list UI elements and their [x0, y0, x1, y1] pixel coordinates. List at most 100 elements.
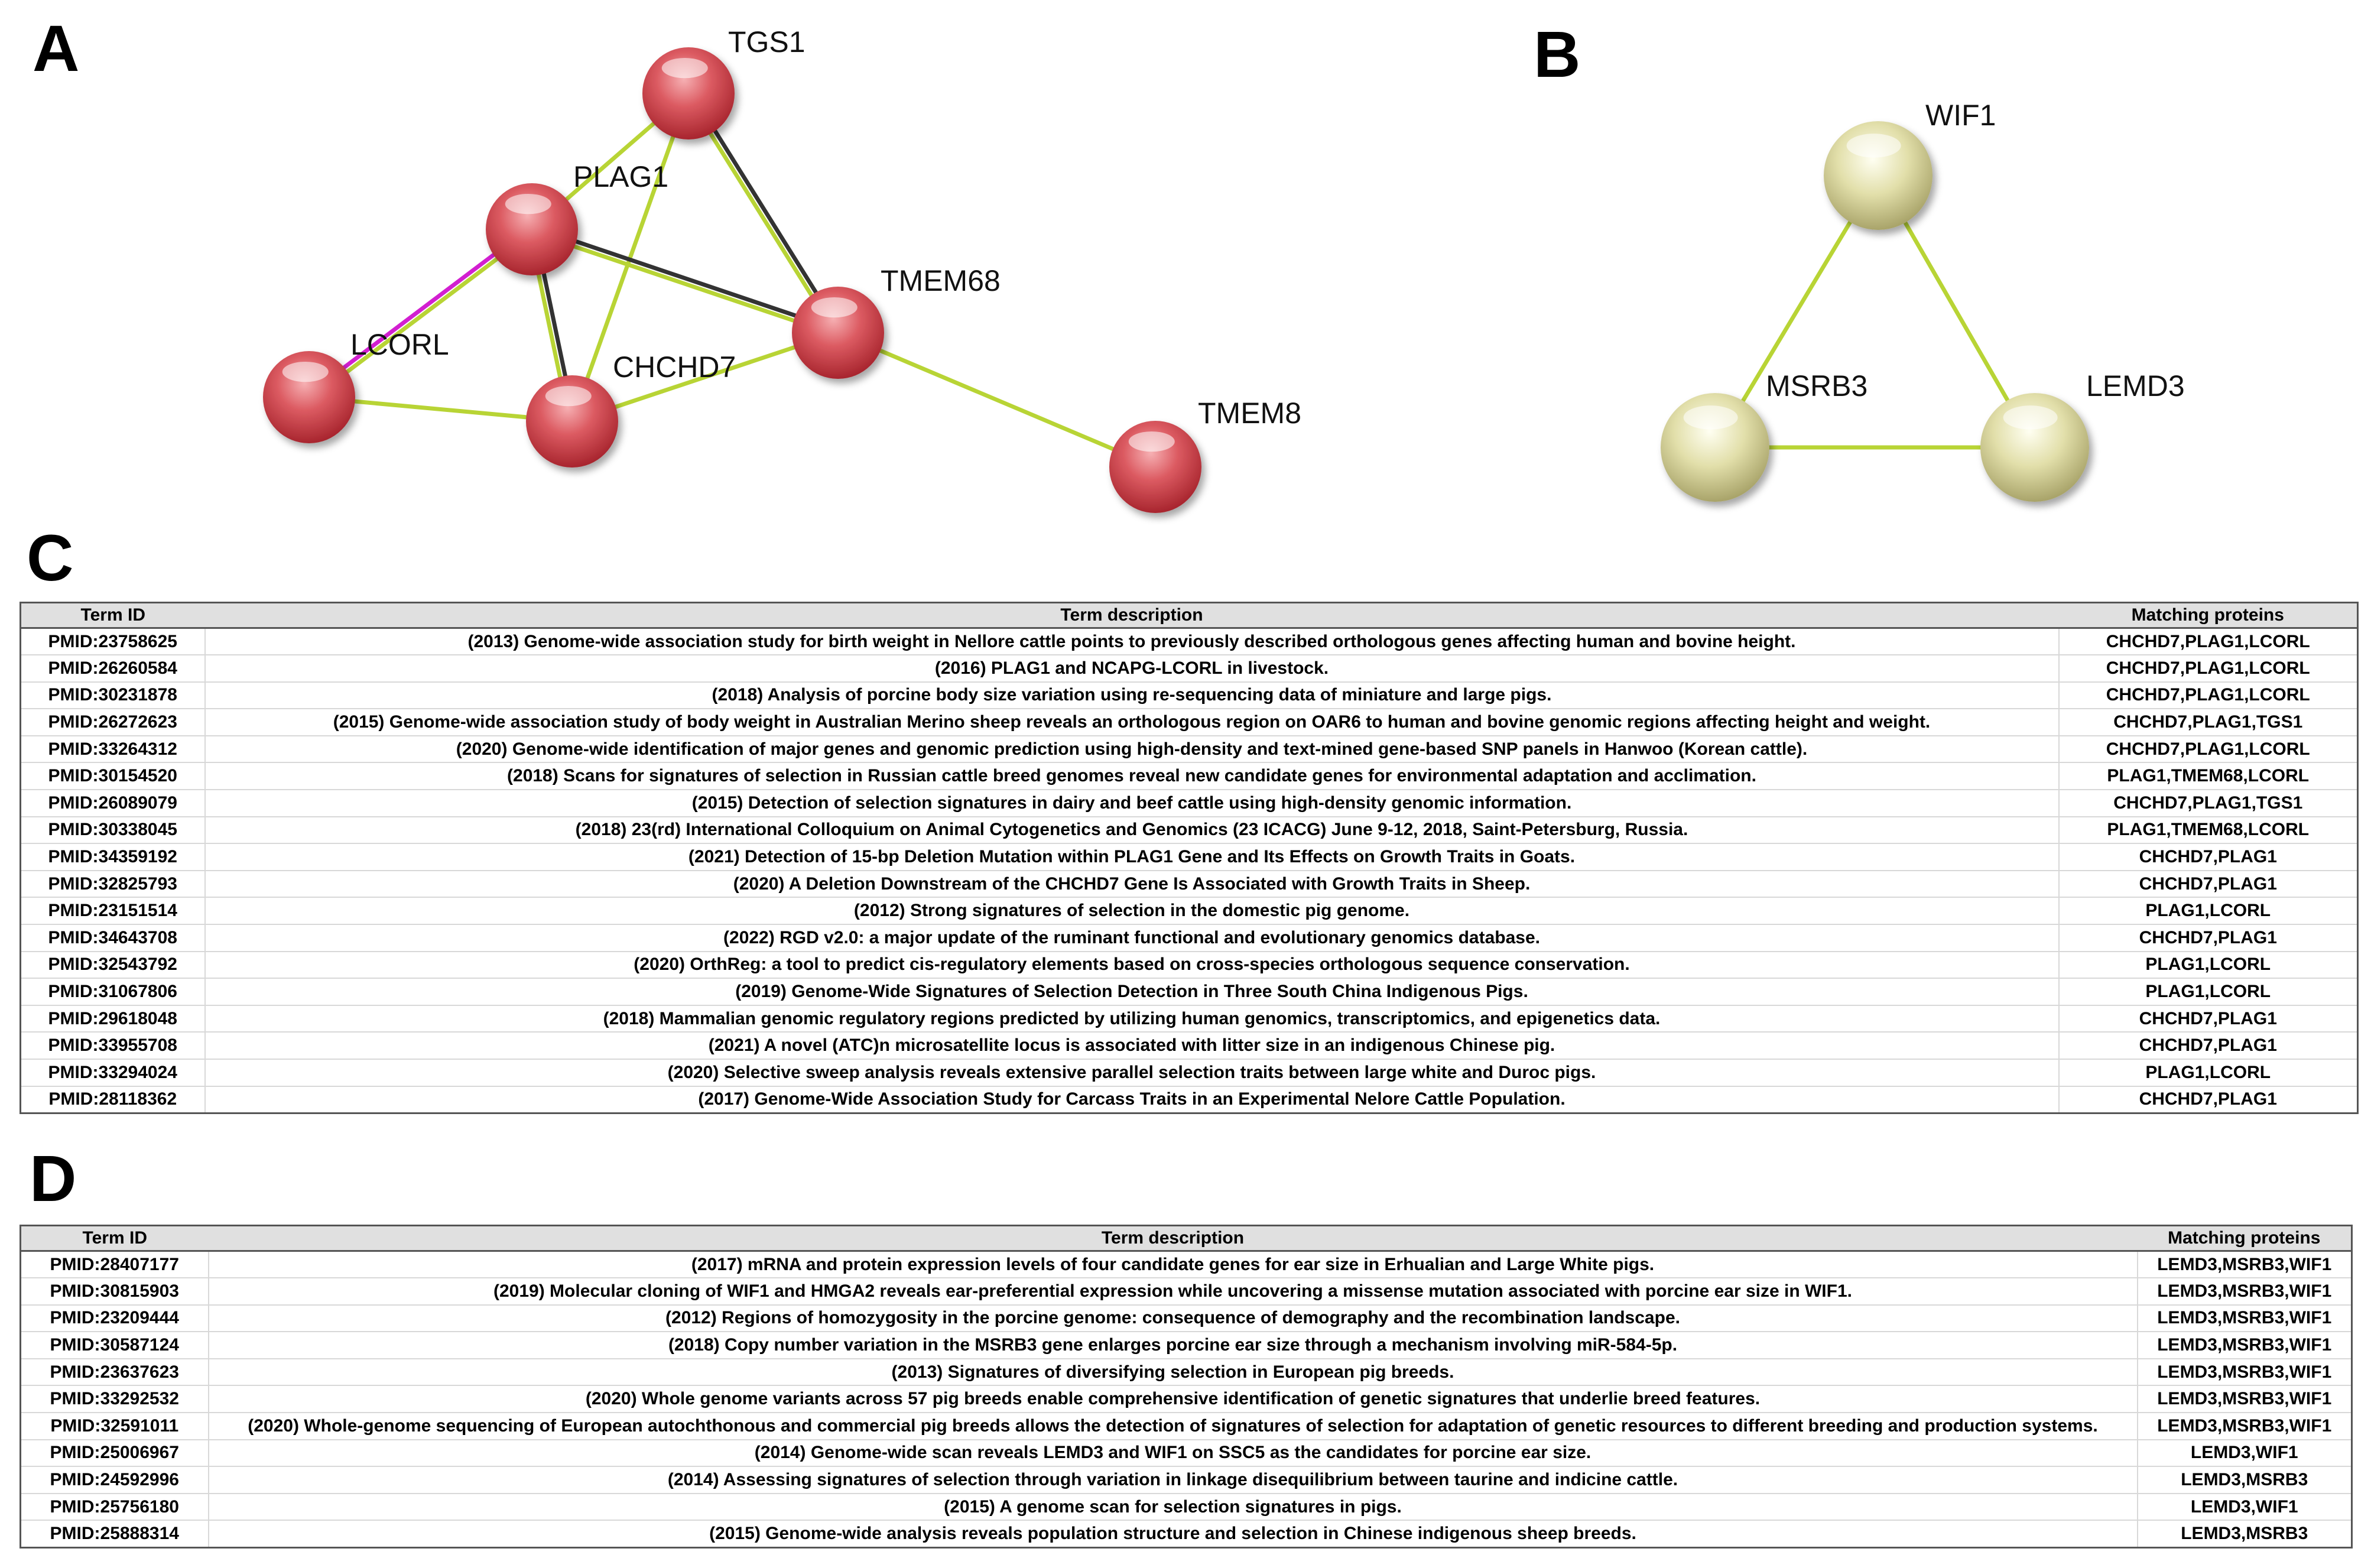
node-label-lemd3: LEMD3	[2086, 369, 2185, 402]
cell-term-id: PMID:25756180	[20, 1493, 209, 1521]
table-row: PMID:26260584(2016) PLAG1 and NCAPG-LCOR…	[20, 655, 2358, 683]
cell-matching-proteins: LEMD3,MSRB3,WIF1	[2136, 1304, 2352, 1333]
cell-term-id: PMID:26089079	[20, 790, 205, 817]
cell-term-description: (2014) Genome-wide scan reveals LEMD3 an…	[207, 1439, 2138, 1468]
cell-term-description: (2019) Molecular cloning of WIF1 and HMG…	[207, 1278, 2138, 1306]
column-header-term-id: Term ID	[20, 1225, 209, 1252]
node-highlight	[661, 57, 708, 79]
cell-term-description: (2021) Detection of 15-bp Deletion Mutat…	[204, 843, 2059, 871]
cell-term-description: (2021) A novel (ATC)n microsatellite loc…	[204, 1032, 2059, 1060]
column-header-matching-proteins: Matching proteins	[2058, 602, 2358, 629]
node-label-plag1: PLAG1	[573, 160, 668, 193]
cell-term-description: (2012) Strong signatures of selection in…	[204, 897, 2059, 926]
cell-term-id: PMID:34359192	[20, 843, 205, 871]
cell-matching-proteins: LEMD3,MSRB3	[2136, 1466, 2352, 1494]
table-row: PMID:30338045(2018) 23(rd) International…	[20, 816, 2358, 845]
cell-term-description: (2018) Analysis of porcine body size var…	[204, 681, 2059, 710]
edge-plag1-tmem68-black	[532, 225, 840, 333]
cell-matching-proteins: CHCHD7,PLAG1	[2058, 1086, 2358, 1113]
cell-term-description: (2014) Assessing signatures of selection…	[207, 1466, 2138, 1494]
table-d-header: Term ID Term description Matching protei…	[20, 1225, 2352, 1252]
cell-term-id: PMID:31067806	[20, 978, 205, 1006]
cell-term-id: PMID:33955708	[20, 1032, 205, 1060]
cell-term-description: (2013) Signatures of diversifying select…	[207, 1358, 2138, 1387]
cell-matching-proteins: LEMD3,MSRB3,WIF1	[2136, 1278, 2352, 1306]
edge-tmem68-chchd7-green	[571, 330, 839, 424]
node-label-msrb3: MSRB3	[1766, 369, 1867, 402]
table-row: PMID:23758625(2013) Genome-wide associat…	[20, 628, 2358, 656]
edge-plag1-lcorl-magenta	[306, 225, 532, 397]
cell-term-description: (2020) A Deletion Downstream of the CHCH…	[204, 870, 2059, 898]
cell-term-id: PMID:29618048	[20, 1005, 205, 1033]
cell-term-id: PMID:23758625	[20, 628, 205, 656]
cell-matching-proteins: LEMD3,WIF1	[2136, 1439, 2352, 1468]
table-row: PMID:30154520(2018) Scans for signatures…	[20, 762, 2358, 791]
cell-term-description: (2017) Genome-Wide Association Study for…	[204, 1086, 2059, 1113]
table-row: PMID:24592996(2014) Assessing signatures…	[20, 1466, 2352, 1494]
node-highlight	[545, 385, 592, 407]
edge-tgs1-tmem68-green	[684, 93, 838, 336]
cell-matching-proteins: LEMD3,WIF1	[2136, 1493, 2352, 1521]
cell-term-id: PMID:26260584	[20, 655, 205, 683]
cell-term-id: PMID:25888314	[50, 1523, 179, 1543]
table-c-header: Term ID Term description Matching protei…	[20, 602, 2358, 629]
cell-term-id: PMID:23209444	[20, 1304, 209, 1333]
cell-term-id: PMID:32825793	[20, 870, 205, 898]
node-label-tmem8b: TMEM8B	[1198, 397, 1300, 430]
table-row: PMID:30587124(2018) Copy number variatio…	[20, 1332, 2352, 1359]
cell-term-id: PMID:32543792	[20, 951, 205, 979]
cell-term-id: PMID:33264312	[20, 735, 205, 764]
table-row: PMID:32825793(2020) A Deletion Downstrea…	[20, 870, 2358, 898]
table-row: PMID:25756180(2015) A genome scan for se…	[20, 1493, 2352, 1521]
cell-term-id: PMID:33294024	[20, 1059, 205, 1087]
table-row: PMID:33955708(2021) A novel (ATC)n micro…	[20, 1032, 2358, 1060]
table-row: PMID:25888314(2015) Genome-wide analysis…	[21, 1520, 2352, 1548]
cell-matching-proteins: LEMD3,MSRB3,WIF1	[2136, 1358, 2352, 1387]
cell-matching-proteins: CHCHD7,PLAG1,LCORL	[2058, 655, 2358, 683]
cell-term-description: (2017) mRNA and protein expression level…	[207, 1251, 2138, 1279]
table-row: PMID:25006967(2014) Genome-wide scan rev…	[20, 1439, 2352, 1468]
cell-term-description: (2020) Whole genome variants across 57 p…	[207, 1385, 2138, 1414]
cell-matching-proteins: LEMD3,MSRB3	[2136, 1520, 2352, 1548]
cell-term-description: (2018) 23(rd) International Colloquium o…	[204, 816, 2059, 845]
cell-term-id: PMID:24592996	[20, 1466, 209, 1494]
table-c: Term ID Term description Matching protei…	[20, 602, 2359, 1114]
cell-matching-proteins: CHCHD7,PLAG1	[2058, 870, 2358, 898]
cell-matching-proteins: CHCHD7,PLAG1	[2058, 1032, 2358, 1060]
column-header-matching-proteins: Matching proteins	[2137, 1225, 2352, 1252]
cell-term-id: PMID:32591011	[20, 1413, 209, 1440]
panel-label-b: B	[1534, 18, 1581, 91]
cell-term-id: PMID:30154520	[20, 762, 205, 791]
cell-matching-proteins: PLAG1,TMEM68,LCORL	[2058, 762, 2358, 791]
table-row: PMID:23151514(2012) Strong signatures of…	[20, 897, 2358, 926]
cell-term-id: PMID:26272623	[20, 709, 205, 736]
table-row: PMID:23209444(2012) Regions of homozygos…	[20, 1304, 2352, 1333]
table-row: PMID:31067806(2019) Genome-Wide Signatur…	[20, 978, 2358, 1006]
cell-term-description: (2013) Genome-wide association study for…	[204, 628, 2059, 656]
cell-term-description: (2022) RGD v2.0: a major update of the r…	[204, 924, 2059, 952]
cell-matching-proteins: CHCHD7,PLAG1	[2058, 843, 2358, 871]
node-highlight	[1128, 431, 1175, 452]
node-highlight	[811, 297, 858, 318]
network-a: TGS1PLAG1TMEM68LCORLCHCHD7TMEM8B	[263, 25, 1300, 513]
cell-term-description: (2018) Copy number variation in the MSRB…	[207, 1332, 2138, 1359]
cell-term-description: (2012) Regions of homozygosity in the po…	[207, 1304, 2138, 1333]
table-row: PMID:33292532(2020) Whole genome variant…	[20, 1385, 2352, 1414]
table-row: PMID:34359192(2021) Detection of 15-bp D…	[20, 843, 2358, 871]
cell-matching-proteins: LEMD3,MSRB3,WIF1	[2136, 1413, 2352, 1440]
cell-term-id: PMID:30587124	[20, 1332, 209, 1359]
table-row: PMID:28118362(2017) Genome-Wide Associat…	[21, 1086, 2358, 1113]
column-header-term-description: Term description	[208, 1225, 2138, 1252]
cell-matching-proteins: CHCHD7,PLAG1,LCORL	[2058, 681, 2358, 710]
cell-term-description: (2015) Detection of selection signatures…	[204, 790, 2059, 817]
cell-term-description: (2020) Whole-genome sequencing of Europe…	[207, 1413, 2138, 1440]
table-row: PMID:30231878(2018) Analysis of porcine …	[20, 681, 2358, 710]
cell-term-id: PMID:28407177	[20, 1251, 209, 1279]
node-label-tgs1: TGS1	[728, 25, 806, 59]
cell-matching-proteins: PLAG1,TMEM68,LCORL	[2058, 816, 2358, 845]
edge-plag1-lcorl-green	[309, 229, 535, 401]
node-highlight	[282, 361, 329, 382]
node-highlight	[1846, 134, 1901, 158]
table-row: PMID:32591011(2020) Whole-genome sequenc…	[20, 1413, 2352, 1440]
